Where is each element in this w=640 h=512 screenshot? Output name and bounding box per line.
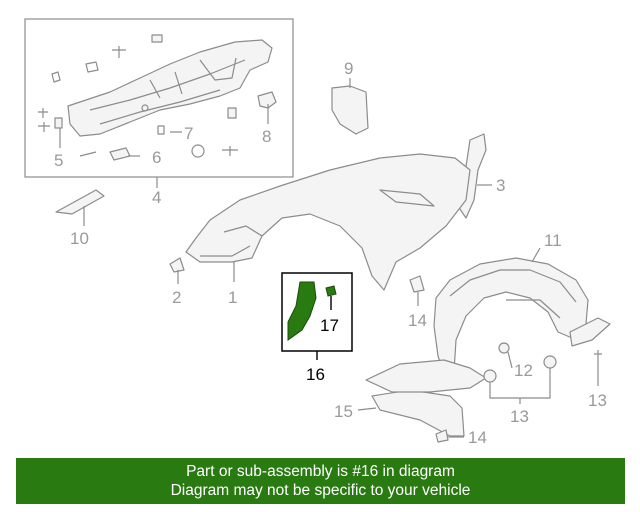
highlighted-part-16[interactable] [287,281,317,341]
bracket-part-9[interactable] [331,85,369,135]
callout-8: 8 [262,127,271,146]
callout-14a: 14 [408,311,427,330]
banner-line-1: Part or sub-assembly is #16 in diagram [186,463,455,480]
banner-line-2: Diagram may not be specific to your vehi… [170,482,471,499]
fastener-parts [38,34,277,161]
callout-1: 1 [228,288,237,307]
info-banner: Part or sub-assembly is #16 in diagram D… [16,458,625,504]
highlighted-part-17[interactable] [325,285,337,297]
splash-shield [365,359,487,393]
nut-part-13b[interactable] [543,355,557,369]
callout-5: 5 [54,151,63,170]
callout-14b: 14 [468,428,487,447]
callout-16: 16 [306,365,325,384]
callout-13b: 13 [588,391,607,410]
callout-6: 6 [152,148,161,167]
nut-part-13a[interactable] [483,369,497,383]
callout-4: 4 [152,188,161,207]
clip-part-14b[interactable] [435,429,449,443]
nut-part-12[interactable] [498,342,510,354]
fender-apron-part[interactable] [67,39,273,137]
fender-part-1[interactable] [185,153,471,291]
callout-9: 9 [344,59,353,78]
assembly-4-box [24,18,294,178]
bolt-part-13c[interactable] [594,350,602,370]
callout-13a: 13 [510,407,529,426]
liner-part-11[interactable] [433,257,611,381]
parts-diagram: 4 5 6 7 8 9 3 10 1 2 11 14 17 16 12 13 1… [24,18,611,447]
callout-7: 7 [184,124,193,143]
callout-12: 12 [514,361,533,380]
callout-17: 17 [320,316,339,335]
clip-part-2[interactable] [169,257,185,273]
callout-15: 15 [334,402,353,421]
callout-3: 3 [496,176,505,195]
clip-part-14a[interactable] [409,275,425,293]
trim-part-15[interactable] [371,389,465,437]
callout-11: 11 [544,231,562,250]
callout-2: 2 [172,288,181,307]
trim-part-10[interactable] [55,189,105,215]
callout-10: 10 [70,229,89,248]
